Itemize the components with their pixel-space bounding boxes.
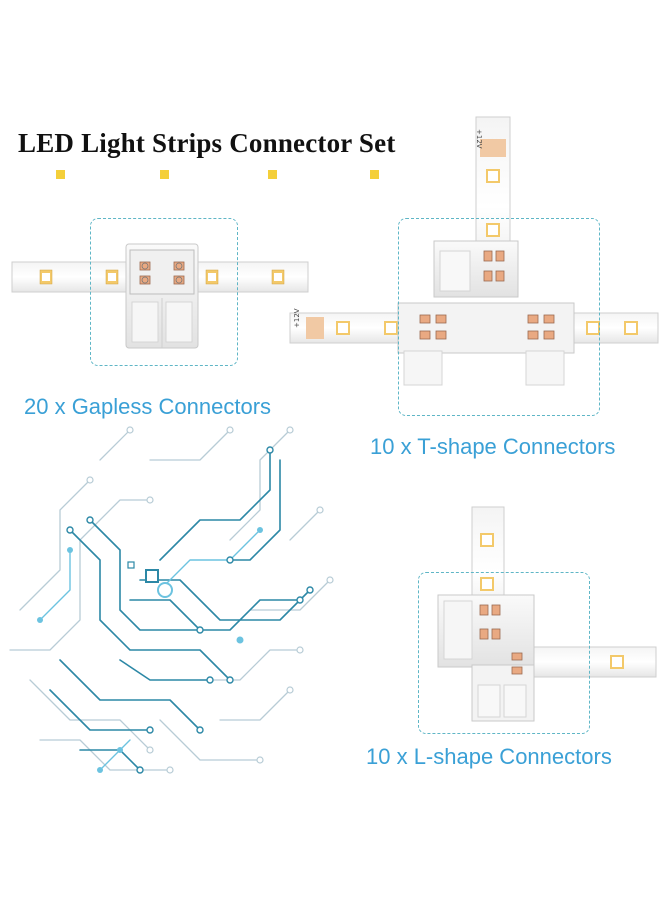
gapless-connector-illustration [11, 243, 309, 349]
t-shape-connector-illustration: +12V +12V [289, 116, 659, 386]
t-shape-connector-frame [398, 218, 600, 416]
connector-clip-icon [397, 240, 575, 386]
strip-marking: +12V [475, 129, 483, 149]
l-shape-connector-illustration [437, 506, 657, 722]
circuit-board-pattern-icon [9, 426, 334, 774]
strip-marking: +12V [293, 308, 301, 328]
gapless-connectors-caption: 20 x Gapless Connectors [24, 394, 272, 419]
connector-clip-icon [437, 594, 535, 722]
l-shape-connectors-caption: 10 x L-shape Connectors [366, 744, 612, 769]
bullet-square-icon [56, 170, 65, 179]
gapless-connector-frame [90, 218, 238, 366]
l-shape-connector-frame [418, 572, 590, 734]
connector-clip-icon [125, 243, 199, 349]
bullet-square-icon [160, 170, 169, 179]
bullet-square-icon [268, 170, 277, 179]
t-shape-connectors-caption: 10 x T-shape Connectors [370, 434, 616, 459]
page-title: LED Light Strips Connector Set [18, 128, 396, 158]
bullet-square-icon [370, 170, 379, 179]
